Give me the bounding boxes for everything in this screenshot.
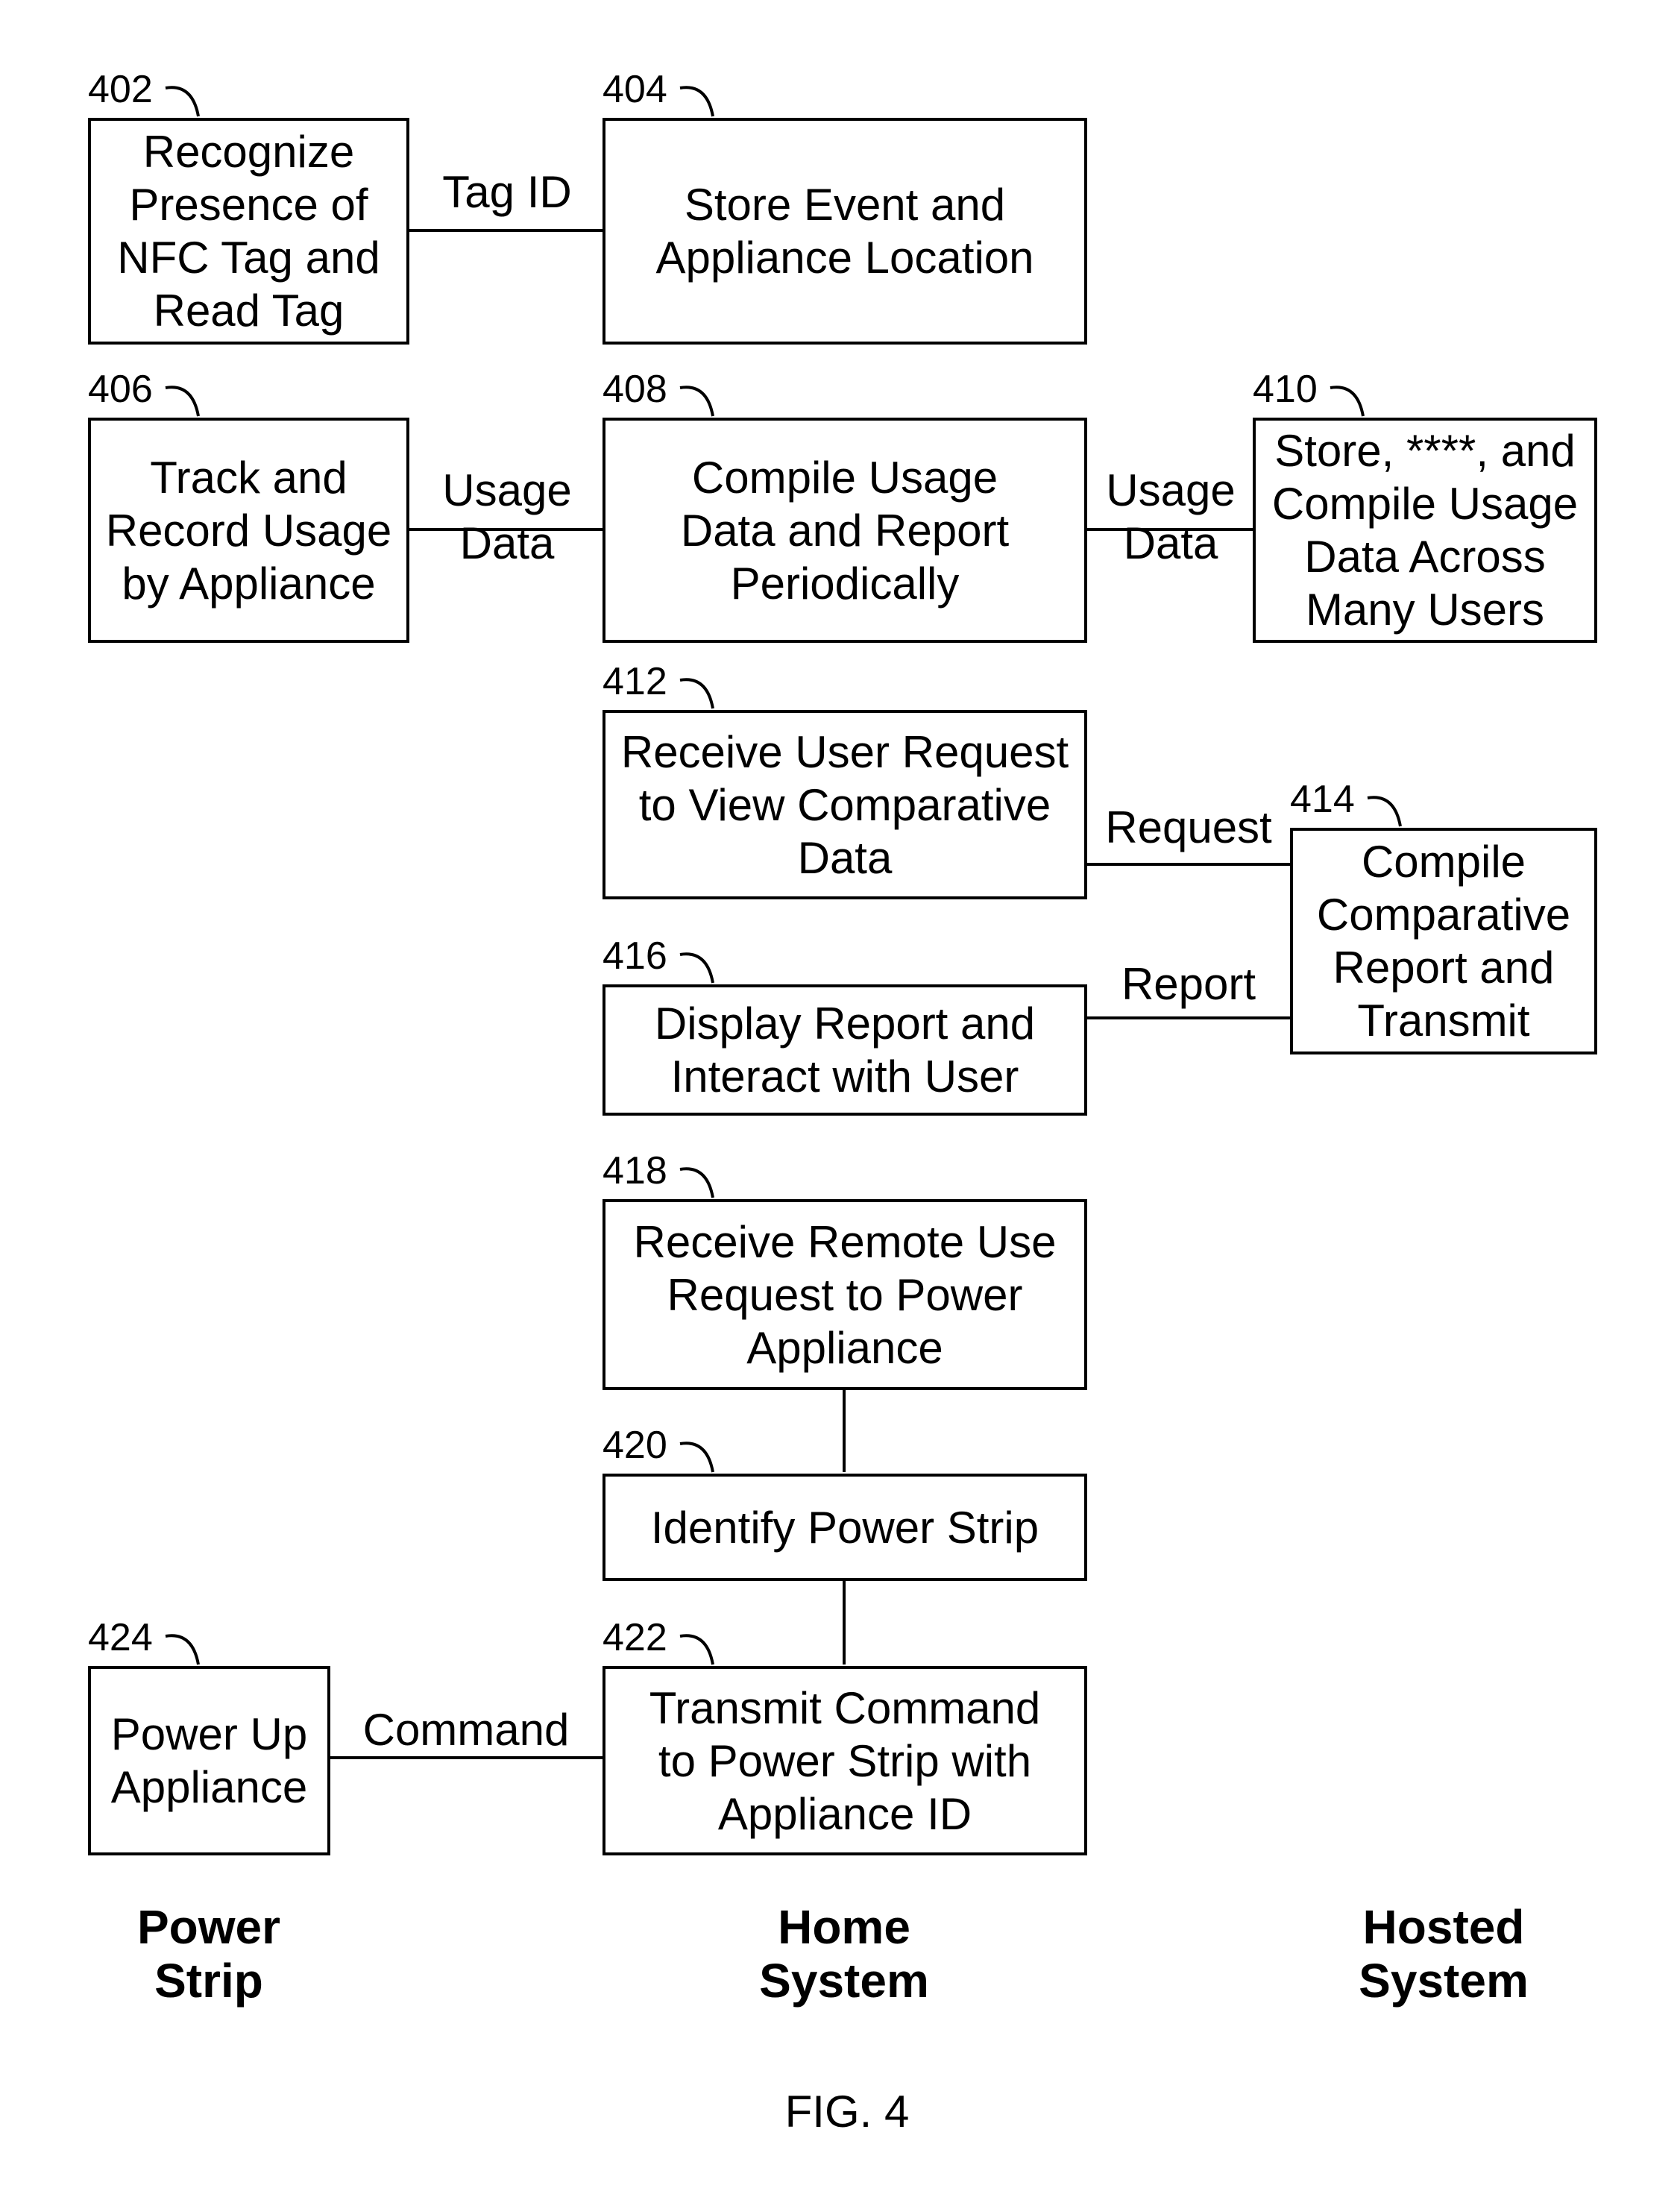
lane-home-system: Home System (710, 1900, 978, 2008)
ref-420: 420 (603, 1424, 667, 1466)
step-410-box: Store, ****, and Compile Usage Data Acro… (1253, 418, 1597, 643)
connector-label-usage-data-1: Usage Data (418, 464, 597, 570)
lane-power-strip: Power Strip (75, 1900, 343, 2008)
connector-label-usage-data-2: Usage Data (1087, 464, 1254, 570)
step-404-box: Store Event and Appliance Location (603, 118, 1087, 345)
step-414-box: Compile Comparative Report and Transmit (1290, 828, 1597, 1054)
ref-402: 402 (88, 69, 153, 110)
leader-406 (166, 387, 198, 416)
ref-424: 424 (88, 1617, 153, 1659)
leader-418 (680, 1169, 713, 1198)
step-420-box: Identify Power Strip (603, 1474, 1087, 1581)
leader-414 (1368, 797, 1400, 826)
ref-406: 406 (88, 368, 153, 410)
step-416-box: Display Report and Interact with User (603, 984, 1087, 1116)
ref-412: 412 (603, 661, 667, 702)
connector-label-command: Command (343, 1703, 589, 1756)
step-406-box: Track and Record Usage by Appliance (88, 418, 409, 643)
leader-424 (166, 1635, 198, 1665)
connector-label-report: Report (1087, 958, 1290, 1010)
step-402-box: Recognize Presence of NFC Tag and Read T… (88, 118, 409, 345)
connector-label-request: Request (1087, 801, 1290, 854)
ref-404: 404 (603, 69, 667, 110)
leader-402 (166, 87, 198, 116)
ref-414: 414 (1290, 779, 1355, 820)
leader-408 (680, 387, 713, 416)
ref-408: 408 (603, 368, 667, 410)
leader-416 (680, 954, 713, 983)
connector-label-tag-id: Tag ID (418, 166, 597, 219)
leader-420 (680, 1443, 713, 1472)
leader-410 (1330, 387, 1363, 416)
step-408-box: Compile Usage Data and Report Periodical… (603, 418, 1087, 643)
ref-416: 416 (603, 935, 667, 977)
step-412-box: Receive User Request to View Comparative… (603, 710, 1087, 899)
ref-410: 410 (1253, 368, 1318, 410)
ref-422: 422 (603, 1617, 667, 1659)
leader-412 (680, 679, 713, 708)
step-418-box: Receive Remote Use Request to Power Appl… (603, 1199, 1087, 1390)
figure-caption: FIG. 4 (690, 2088, 1004, 2136)
leader-404 (680, 87, 713, 116)
ref-418: 418 (603, 1150, 667, 1192)
leader-422 (680, 1635, 713, 1665)
step-424-box: Power Up Appliance (88, 1666, 330, 1855)
lane-hosted-system: Hosted System (1309, 1900, 1578, 2008)
step-422-box: Transmit Command to Power Strip with App… (603, 1666, 1087, 1855)
